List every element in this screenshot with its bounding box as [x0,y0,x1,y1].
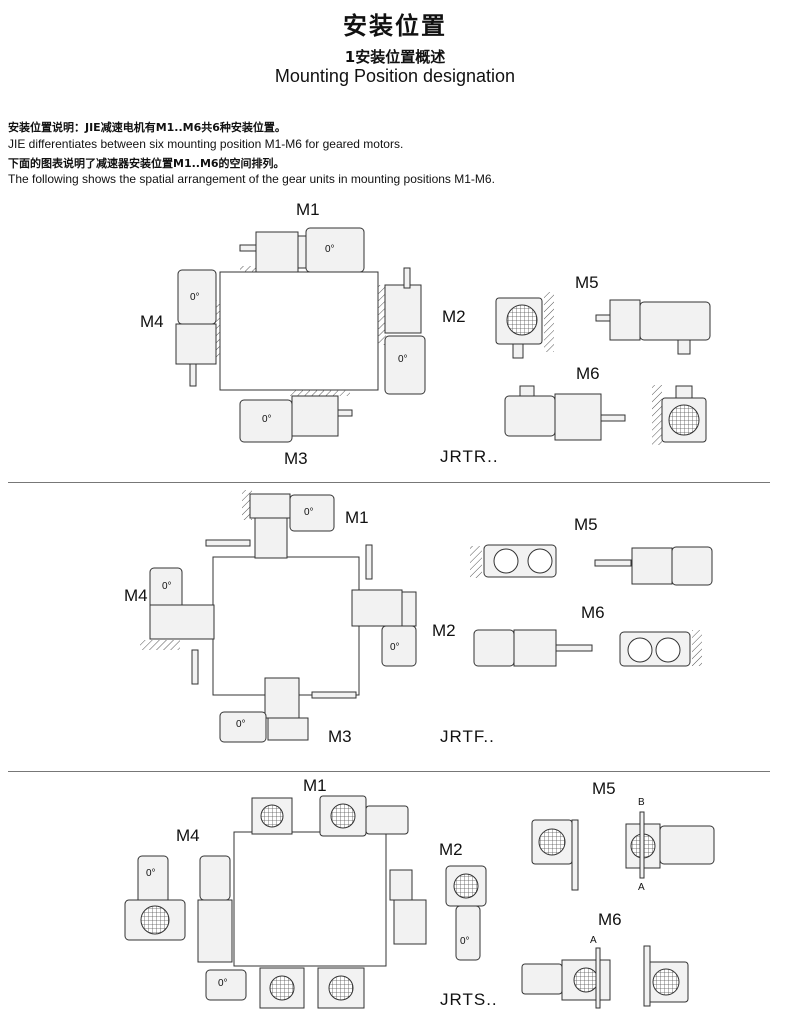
label-m1: M1 [296,200,320,219]
label-m3: M3 [328,727,352,746]
intro-line-2: JIE differentiates between six mounting … [8,137,404,151]
label-m6: M6 [598,910,622,929]
jrtf-diagram [140,490,713,743]
degree-marker: 0° [460,936,470,947]
intro-line-3: 下面的图表说明了减速器安装位置M1..M6的空间排列。 [8,157,285,170]
page-title: 安装位置 [343,12,447,40]
degree-marker: 0° [390,642,400,653]
section-title-en: Mounting Position designation [274,66,516,86]
jrtr-diagram [175,227,711,445]
degree-marker: 0° [398,354,408,365]
label-a: A [638,882,645,893]
label-m6: M6 [576,364,600,383]
label-b: B [638,797,645,808]
label-m6: M6 [581,603,605,622]
label-m3: M3 [284,449,308,468]
degree-marker: 0° [146,868,156,879]
series-label: JRTR.. [440,447,499,466]
section-title-cn: 1安装位置概述 [344,48,446,66]
section-divider [8,771,770,772]
label-m5: M5 [592,779,616,798]
degree-marker: 0° [236,719,246,730]
label-m1: M1 [303,776,327,795]
degree-marker: 0° [190,292,200,303]
series-label: JRTF.. [440,727,495,746]
label-m5: M5 [575,273,599,292]
label-m4: M4 [140,312,164,331]
label-m4: M4 [176,826,200,845]
label-m5: M5 [574,515,598,534]
label-m2: M2 [439,840,463,859]
degree-marker: 0° [304,507,314,518]
label-a: A [590,935,597,946]
label-m2: M2 [432,621,456,640]
degree-marker: 0° [325,244,335,255]
series-label: JRTS.. [440,990,498,1009]
degree-marker: 0° [262,414,272,425]
jrts-diagram [124,795,715,1009]
label-m2: M2 [442,307,466,326]
degree-marker: 0° [162,581,172,592]
label-m1: M1 [345,508,369,527]
label-m4: M4 [124,586,148,605]
intro-line-1: 安装位置说明：JIE减速电机有M1..M6共6种安装位置。 [8,121,286,134]
degree-marker: 0° [218,978,228,989]
intro-line-4: The following shows the spatial arrangem… [8,172,495,186]
section-divider [8,482,770,483]
